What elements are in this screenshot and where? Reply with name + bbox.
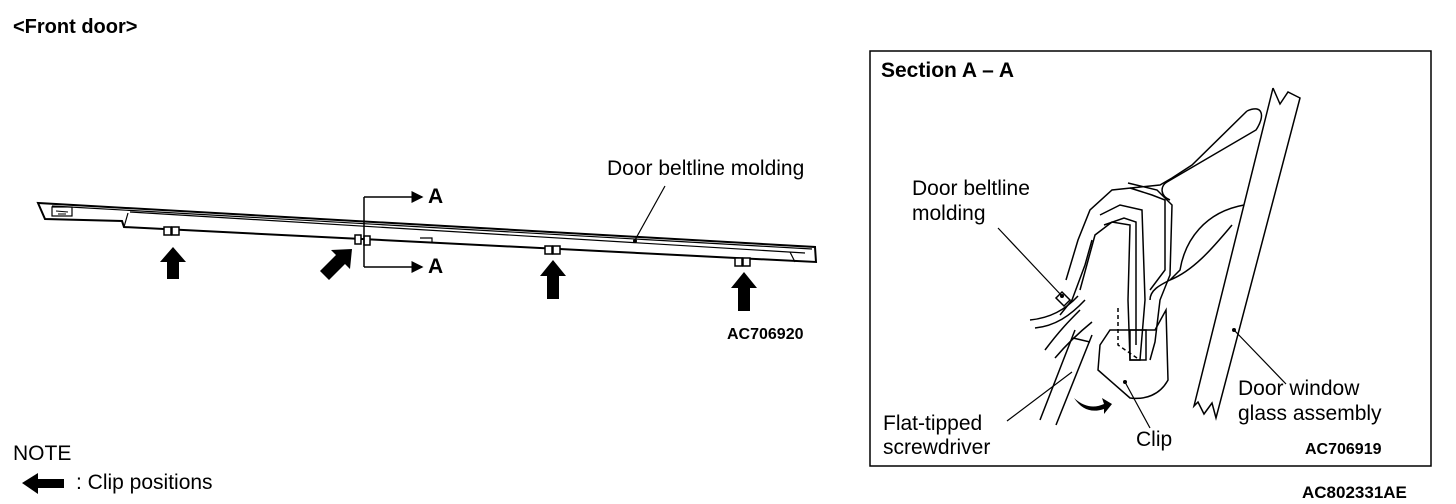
- section-title: Section A – A: [881, 59, 1015, 82]
- figure-code-main: AC706920: [727, 326, 804, 343]
- clip-tab: [163, 226, 180, 236]
- clip-position-arrow: [540, 260, 566, 299]
- figure-code-footer: AC802331AE: [1302, 483, 1407, 502]
- section-molding-label-2: molding: [912, 202, 986, 225]
- prying-direction-arrow: [1074, 398, 1112, 414]
- molding-label: Door beltline molding: [607, 157, 805, 180]
- section-molding-label-1: Door beltline: [912, 177, 1030, 200]
- section-marker-bottom: A: [428, 255, 444, 278]
- clip-label: Clip: [1136, 428, 1173, 451]
- clip-position-arrow: [731, 272, 757, 311]
- note-heading: NOTE: [13, 442, 72, 465]
- beltline-molding-strip: [36, 201, 818, 264]
- glass-label-1: Door window: [1238, 377, 1360, 400]
- section-view-frame: [869, 50, 1432, 467]
- screwdriver-label-1: Flat-tipped: [883, 412, 983, 435]
- page-title: <Front door>: [13, 16, 138, 38]
- section-marker-top: A: [428, 185, 444, 208]
- clip-position-arrow: [320, 249, 352, 280]
- clip-tab: [734, 257, 751, 267]
- section-leader-lines: [997, 227, 1287, 429]
- figure-code-section: AC706919: [1305, 441, 1382, 458]
- glass-label-2: glass assembly: [1238, 402, 1382, 425]
- clip-tab: [544, 245, 561, 255]
- screwdriver-label-2: screwdriver: [883, 436, 991, 459]
- note-legend-text: : Clip positions: [76, 471, 213, 494]
- molding-leader-line: [634, 185, 666, 241]
- arrow-left-icon: [22, 473, 64, 494]
- clip-position-arrow: [160, 247, 186, 279]
- section-drawing: [1029, 87, 1301, 426]
- section-cut-marker: [363, 191, 424, 273]
